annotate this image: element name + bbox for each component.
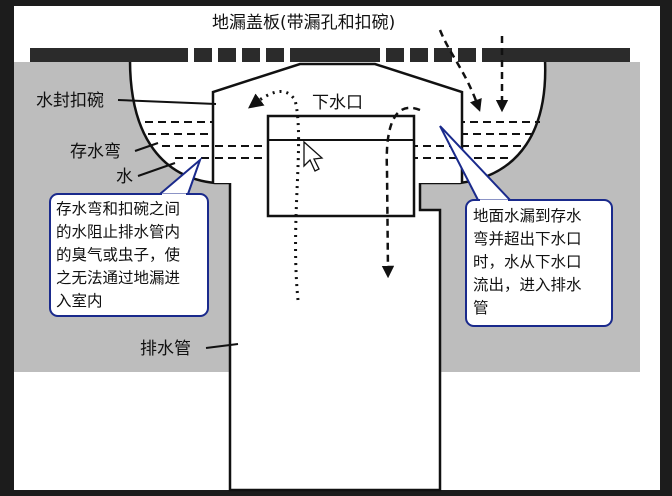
cover-plate: [30, 48, 630, 62]
flow-arrow-down-outer: [438, 29, 482, 112]
callout-left-line: 之无法通过地漏进: [56, 269, 180, 287]
outlet-pipe: [266, 114, 416, 218]
callout-left: 存水弯和扣碗之间 的水阻止排水管内 的臭气或虫子，使 之无法通过地漏进 入室内: [49, 156, 209, 317]
callout-left-line: 的臭气或虫子，使: [56, 246, 181, 264]
seal-bowl-label: 水封扣碗: [36, 91, 104, 111]
water-label: 水: [116, 167, 133, 187]
callout-right-line: 弯并超出下水口: [473, 230, 582, 248]
callout-right-line: 时，水从下水口: [473, 253, 582, 271]
callout-right-line: 管: [473, 299, 489, 317]
callout-right: 地面水漏到存水 弯并超出下水口 时，水从下水口 流出，进入排水 管: [439, 125, 613, 327]
flow-arrow-up: [247, 90, 301, 301]
drain-pipe-label: 排水管: [140, 339, 191, 359]
cover-label: 地漏盖板(带漏孔和扣碗): [212, 13, 395, 33]
callout-left-line: 入室内: [56, 292, 103, 310]
callout-left-line: 的水阻止排水管内: [56, 223, 180, 241]
callout-right-line: 流出，进入排水: [473, 276, 582, 294]
callout-left-line: 存水弯和扣碗之间: [56, 200, 180, 218]
outlet-label: 下水口: [312, 93, 363, 113]
trap-label: 存水弯: [70, 142, 121, 162]
cursor-icon: [303, 140, 324, 172]
callout-right-line: 地面水漏到存水: [473, 207, 582, 225]
